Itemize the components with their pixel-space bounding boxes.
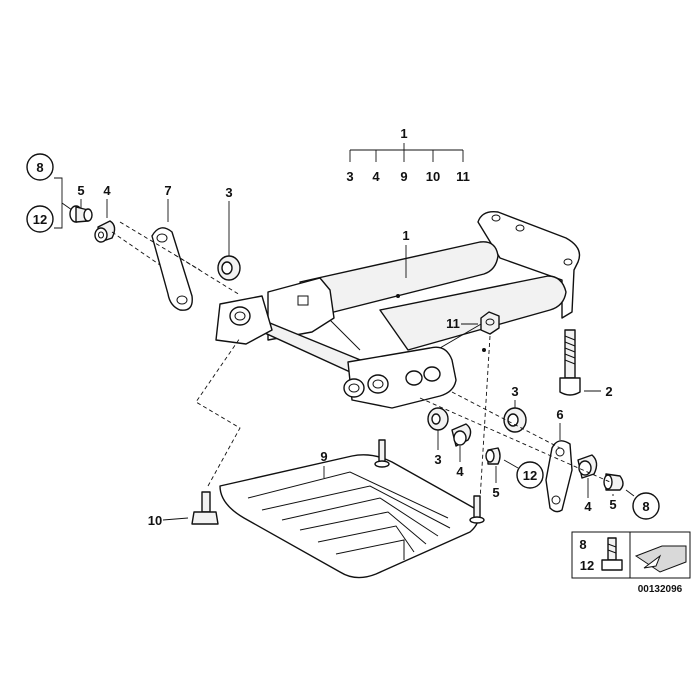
callout-label: 9 xyxy=(320,449,327,464)
callout-label: 2 xyxy=(605,384,612,399)
callout-label: 11 xyxy=(446,316,460,331)
bushing-part xyxy=(94,220,116,243)
callout-circle xyxy=(26,205,54,233)
tree-child-label: 3 xyxy=(346,169,353,184)
callout-label: 5 xyxy=(77,183,84,198)
tree-child-label: 11 xyxy=(456,169,470,184)
screw-part: 10 xyxy=(148,337,241,528)
sleeve-part xyxy=(69,205,93,223)
callout-label: 8 xyxy=(642,499,649,514)
callout-label: 4 xyxy=(584,499,592,514)
callout-label: 6 xyxy=(556,407,563,422)
callout-label: 10 xyxy=(148,513,162,528)
callout-label: 5 xyxy=(492,485,499,500)
tree-child-label: 4 xyxy=(372,169,380,184)
washer-part xyxy=(217,255,241,281)
tree-child-label: 9 xyxy=(400,169,407,184)
bracket-left-part xyxy=(151,227,193,311)
skid-plate-part: 9 xyxy=(219,439,485,579)
callout-label: 7 xyxy=(164,183,171,198)
bolt-part: 2 xyxy=(559,329,613,399)
callout-label: 1 xyxy=(402,228,409,243)
frame-part: 1 xyxy=(215,211,581,409)
callout-circle xyxy=(632,492,660,520)
callout-label: 12 xyxy=(523,468,537,483)
callout-label: 8 xyxy=(36,160,43,175)
callout-circle xyxy=(516,461,544,489)
callout-circle xyxy=(26,153,54,181)
legend-box: 8 12 00132096 xyxy=(571,531,691,595)
right-hardware-group: 3 4 5 12 3 6 4 5 8 xyxy=(419,384,660,520)
callout-label: 3 xyxy=(511,384,518,399)
callout-label: 5 xyxy=(609,497,616,512)
tree-child-label: 10 xyxy=(426,169,440,184)
legend-label: 12 xyxy=(580,558,594,573)
callout-label: 3 xyxy=(434,452,441,467)
legend-label: 8 xyxy=(579,537,586,552)
callout-label: 3 xyxy=(225,185,232,200)
callout-label: 4 xyxy=(103,183,111,198)
assembly-tree: 1 3 4 9 10 11 xyxy=(346,126,469,184)
left-hardware-group: 8 12 5 4 7 3 xyxy=(26,153,241,311)
nut-part: 11 xyxy=(446,311,500,501)
diagram-id: 00132096 xyxy=(638,584,683,595)
tree-root-label: 1 xyxy=(400,126,407,141)
callout-label: 4 xyxy=(456,464,464,479)
callout-label: 12 xyxy=(33,212,47,227)
